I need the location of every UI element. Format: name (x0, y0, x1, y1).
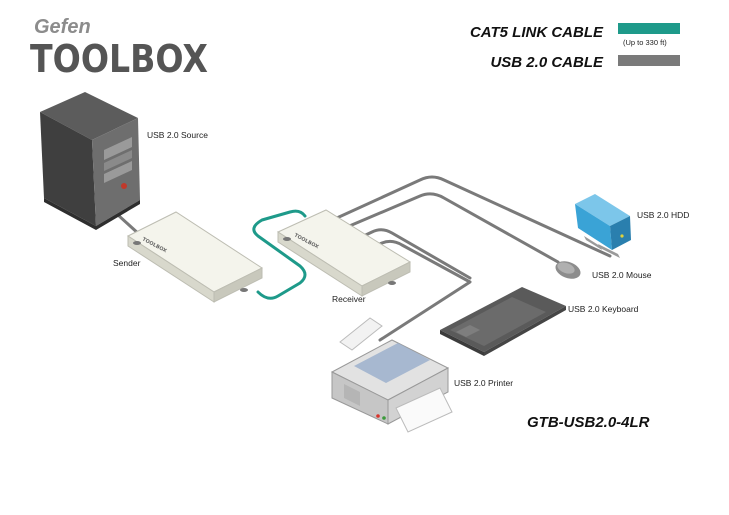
cat5-link-cable (252, 209, 307, 300)
label-keyboard: USB 2.0 Keyboard (568, 304, 639, 314)
model-number: GTB-USB2.0-4LR (527, 414, 650, 431)
usb-keyboard (440, 287, 566, 356)
label-sender: Sender (113, 258, 141, 268)
pc-tower (40, 92, 140, 230)
label-hdd: USB 2.0 HDD (637, 210, 689, 220)
legend-usb-label: USB 2.0 CABLE (490, 54, 604, 71)
cable-legend: CAT5 LINK CABLE (Up to 330 ft) USB 2.0 C… (470, 23, 680, 71)
usb-mouse (555, 261, 581, 279)
usb-hdd (575, 194, 631, 258)
legend-cat5-note: (Up to 330 ft) (623, 38, 667, 47)
label-receiver: Receiver (332, 294, 366, 304)
label-mouse: USB 2.0 Mouse (592, 270, 652, 280)
legend-cat5-label: CAT5 LINK CABLE (470, 24, 604, 41)
usb-cable-mouse (338, 192, 560, 264)
usb-cables (116, 175, 612, 342)
usb-cable-keyboard (353, 228, 472, 280)
usb-printer (330, 317, 453, 433)
logo-toolbox-text: TOOLBOX (30, 37, 208, 81)
label-usb-source: USB 2.0 Source (147, 130, 208, 140)
gefen-toolbox-logo: Gefen TOOLBOX (30, 16, 208, 81)
usb-cable-printer (368, 239, 472, 342)
label-printer: USB 2.0 Printer (454, 378, 513, 388)
receiver-unit: TOOLBOX (276, 209, 412, 297)
usb-cable-hdd (326, 175, 612, 258)
logo-gefen-text: Gefen (34, 16, 91, 38)
legend-cat5-swatch (618, 23, 680, 34)
sender-unit: TOOLBOX (126, 211, 264, 303)
legend-usb-swatch (618, 55, 680, 66)
